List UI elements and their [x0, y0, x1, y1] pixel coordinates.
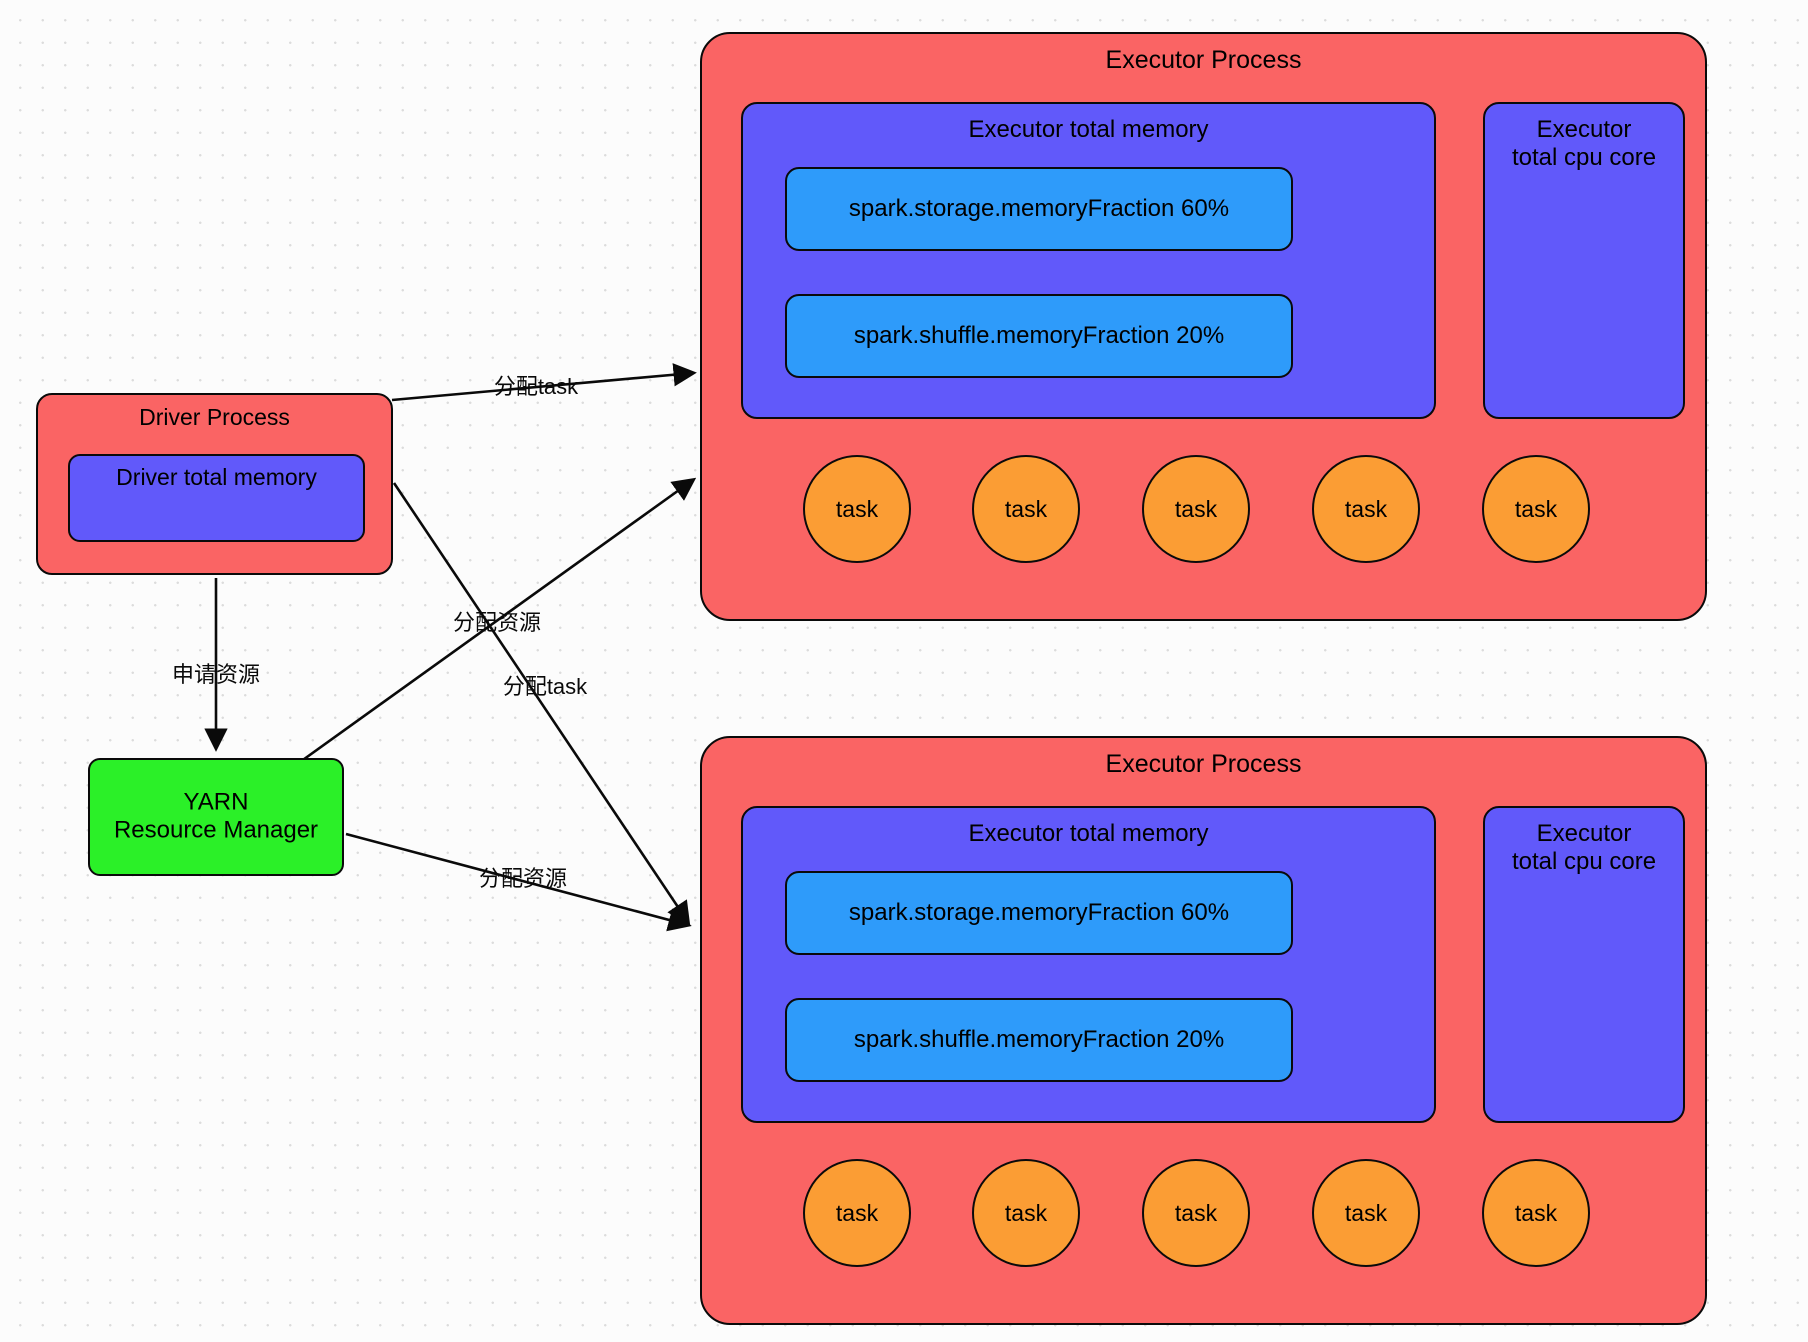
- executor-process-1-box[interactable]: Executor Process Executor total memory s…: [700, 32, 1707, 621]
- executor-1-task-5[interactable]: task: [1482, 455, 1590, 563]
- executor-1-task-1[interactable]: task: [803, 455, 911, 563]
- executor-2-storage-fraction-box[interactable]: spark.storage.memoryFraction 60%: [785, 871, 1293, 955]
- executor-1-task-3[interactable]: task: [1142, 455, 1250, 563]
- executor-2-total-memory-title: Executor total memory: [968, 820, 1209, 847]
- executor-2-task-5[interactable]: task: [1482, 1159, 1590, 1267]
- executor-2-total-cpu-core-box[interactable]: Executor total cpu core: [1483, 806, 1685, 1123]
- executor-process-1-title: Executor Process: [1105, 46, 1302, 74]
- executor-2-task-3[interactable]: task: [1142, 1159, 1250, 1267]
- executor-1-shuffle-fraction-box[interactable]: spark.shuffle.memoryFraction 20%: [785, 294, 1293, 378]
- executor-2-task-2[interactable]: task: [972, 1159, 1080, 1267]
- executor-1-storage-fraction-label: spark.storage.memoryFraction 60%: [848, 194, 1230, 222]
- executor-2-shuffle-fraction-box[interactable]: spark.shuffle.memoryFraction 20%: [785, 998, 1293, 1082]
- executor-1-task-2[interactable]: task: [972, 455, 1080, 563]
- executor-process-2-box[interactable]: Executor Process Executor total memory s…: [700, 736, 1707, 1325]
- edge-label-driver-executor1-task: 分配task: [493, 374, 579, 399]
- executor-2-storage-fraction-label: spark.storage.memoryFraction 60%: [848, 898, 1230, 926]
- edge-label-yarn-executor2-resource: 分配资源: [478, 866, 568, 891]
- executor-1-total-memory-title: Executor total memory: [968, 116, 1209, 143]
- executor-2-total-memory-box[interactable]: Executor total memory spark.storage.memo…: [741, 806, 1436, 1123]
- driver-process-box[interactable]: Driver Process Driver total memory: [36, 393, 393, 575]
- executor-1-storage-fraction-box[interactable]: spark.storage.memoryFraction 60%: [785, 167, 1293, 251]
- executor-2-task-1[interactable]: task: [803, 1159, 911, 1267]
- edge-label-driver-yarn-resource: 申请资源: [171, 662, 261, 687]
- executor-1-task-4[interactable]: task: [1312, 455, 1420, 563]
- driver-process-title: Driver Process: [139, 404, 290, 430]
- edge-label-yarn-executor1-resource: 分配资源: [452, 610, 542, 635]
- edge-driver-to-executor2-task: [392, 482, 691, 926]
- executor-2-task-4[interactable]: task: [1312, 1159, 1420, 1267]
- driver-total-memory-box[interactable]: Driver total memory: [68, 454, 365, 542]
- edge-label-driver-executor2-task: 分配task: [502, 674, 588, 699]
- yarn-resource-manager-title: YARN Resource Manager: [113, 788, 319, 844]
- executor-process-2-title: Executor Process: [1105, 750, 1302, 778]
- executor-1-total-memory-box[interactable]: Executor total memory spark.storage.memo…: [741, 102, 1436, 419]
- executor-1-total-cpu-core-box[interactable]: Executor total cpu core: [1483, 102, 1685, 419]
- executor-1-shuffle-fraction-label: spark.shuffle.memoryFraction 20%: [853, 321, 1225, 349]
- executor-2-shuffle-fraction-label: spark.shuffle.memoryFraction 20%: [853, 1025, 1225, 1053]
- executor-1-total-cpu-core-title: Executor total cpu core: [1511, 116, 1657, 172]
- driver-total-memory-title: Driver total memory: [116, 464, 317, 490]
- executor-2-total-cpu-core-title: Executor total cpu core: [1511, 820, 1657, 876]
- yarn-resource-manager-box[interactable]: YARN Resource Manager: [88, 758, 344, 876]
